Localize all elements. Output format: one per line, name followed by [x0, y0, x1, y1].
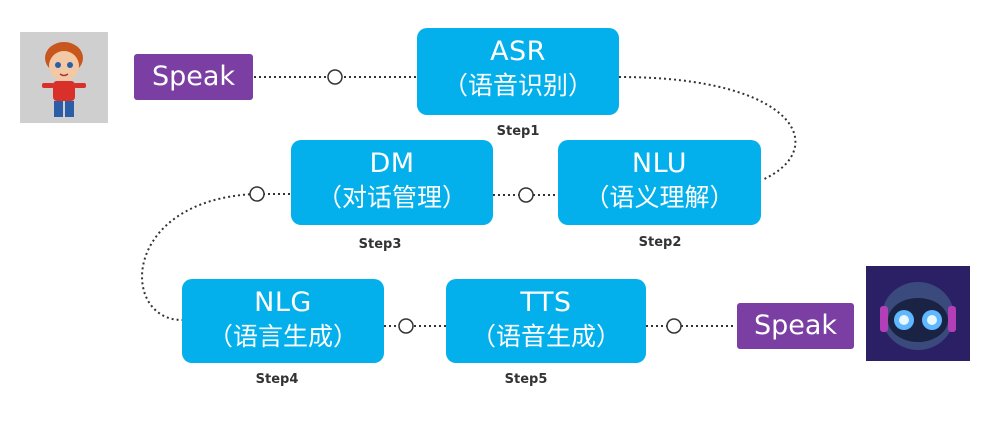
step-label-1: Step1 [496, 124, 540, 139]
stage-abbr: ASR [490, 36, 546, 67]
connector-node [327, 69, 343, 85]
stage-description: （对话管理） [316, 183, 467, 212]
cartoon-boy-icon [20, 32, 108, 123]
stage-abbr: NLU [631, 148, 688, 179]
connector-node [666, 318, 682, 334]
robot-icon [866, 266, 970, 361]
step-label-2: Step2 [638, 235, 682, 250]
stage-abbr: TTS [520, 287, 572, 318]
stage-description: （语言生成） [207, 322, 358, 351]
step-label-4: Step4 [255, 372, 299, 387]
stage-nlg: NLG （语言生成） [182, 279, 384, 363]
robot-avatar [866, 266, 970, 361]
stage-abbr: DM [369, 148, 415, 179]
connector-node [518, 187, 534, 203]
connector-node [398, 318, 414, 334]
stage-description: （语音识别） [442, 71, 593, 100]
speak-user-label: Speak [134, 54, 253, 100]
step-label-5: Step5 [504, 372, 548, 387]
stage-asr: ASR （语音识别） [417, 28, 619, 115]
stage-dm: DM （对话管理） [291, 140, 493, 225]
connector-node [249, 186, 265, 202]
stage-nlu: NLU （语义理解） [558, 140, 761, 225]
connector-dm-nlg [141, 193, 290, 321]
speak-robot-label: Speak [737, 303, 854, 349]
stage-description: （语义理解） [584, 183, 735, 212]
step-label-3: Step3 [358, 237, 402, 252]
stage-abbr: NLG [254, 287, 312, 318]
user-avatar [20, 32, 108, 123]
stage-tts: TTS （语音生成） [446, 279, 646, 363]
stage-description: （语音生成） [470, 322, 621, 351]
